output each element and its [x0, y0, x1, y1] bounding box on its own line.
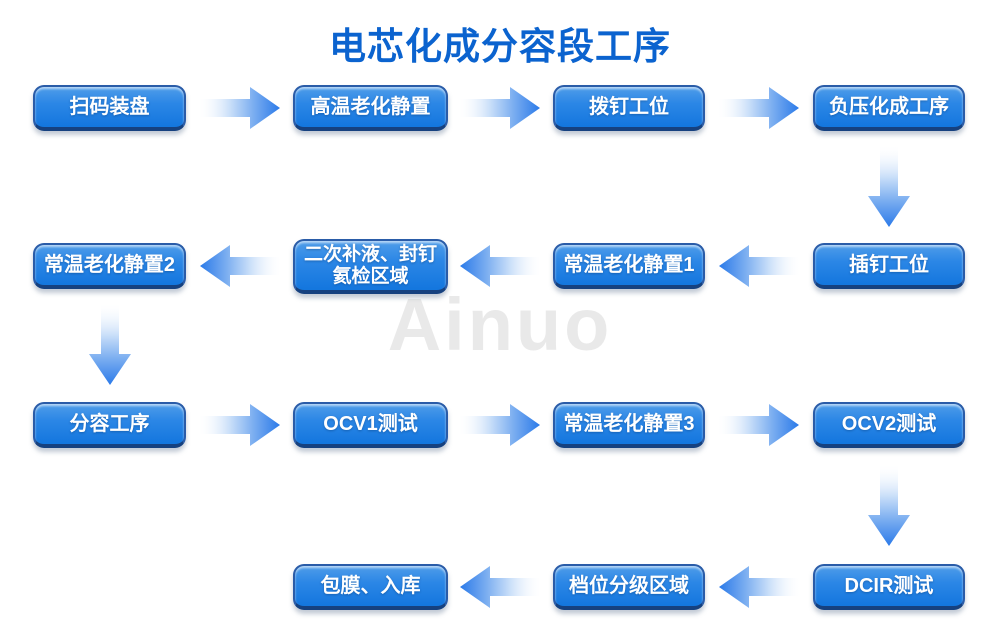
node-grade-sorting-area: 档位分级区域: [553, 564, 705, 610]
node-dcir-test: DCIR测试: [813, 564, 965, 610]
node-room-temp-aging-2: 常温老化静置2: [33, 243, 186, 289]
flow-arrow-right-icon: [199, 87, 280, 129]
node-capacity-grading-process: 分容工序: [33, 402, 186, 448]
node-room-temp-aging-1: 常温老化静置1: [553, 243, 705, 289]
node-label: 常温老化静置1: [563, 253, 695, 276]
node-label: OCV2测试: [841, 412, 937, 435]
node-second-injection-seal-helium-check: 二次补液、封钉 氦检区域: [293, 239, 448, 294]
node-label: DCIR测试: [844, 574, 934, 597]
node-label: OCV1测试: [323, 412, 418, 435]
flow-arrow-left-icon: [719, 245, 800, 287]
page-title: 电芯化成分容段工序: [329, 26, 671, 67]
flow-arrow-right-icon: [718, 87, 799, 129]
flow-arrow-right-icon: [718, 404, 799, 446]
node-vacuum-formation: 负压化成工序: [813, 85, 965, 131]
watermark: Ainuo: [387, 283, 613, 366]
node-room-temp-aging-3: 常温老化静置3: [553, 402, 705, 448]
flow-arrow-down-icon: [868, 465, 910, 546]
node-label: 负压化成工序: [829, 95, 949, 118]
flow-arrow-down-icon: [868, 146, 910, 227]
node-pin-insert-station: 插钉工位: [813, 243, 965, 289]
node-wrapping-warehousing: 包膜、入库: [293, 564, 448, 610]
node-label: 档位分级区域: [569, 574, 689, 597]
node-pull-pin-station: 拨钉工位: [553, 85, 705, 131]
node-label: 扫码装盘: [69, 95, 150, 118]
node-label: 高温老化静置: [310, 95, 431, 118]
node-scan-tray: 扫码装盘: [33, 85, 186, 131]
node-label: 常温老化静置3: [563, 412, 695, 435]
flow-arrow-right-icon: [459, 87, 540, 129]
flow-arrow-left-icon: [719, 566, 800, 608]
flow-arrow-right-icon: [459, 404, 540, 446]
node-label: 常温老化静置2: [43, 253, 176, 276]
node-label: 插钉工位: [849, 253, 929, 276]
node-high-temp-aging: 高温老化静置: [293, 85, 448, 131]
node-label: 分容工序: [69, 412, 150, 435]
flow-arrow-left-icon: [460, 566, 541, 608]
node-label: 二次补液、封钉 氦检区域: [303, 243, 437, 287]
flow-arrow-down-icon: [89, 304, 131, 385]
node-label: 包膜、入库: [320, 574, 421, 597]
node-ocv2-test: OCV2测试: [813, 402, 965, 448]
flow-arrow-left-icon: [200, 245, 281, 287]
flow-arrow-right-icon: [199, 404, 280, 446]
node-ocv1-test: OCV1测试: [293, 402, 448, 448]
flow-arrow-left-icon: [460, 245, 541, 287]
node-label: 拨钉工位: [589, 95, 669, 118]
